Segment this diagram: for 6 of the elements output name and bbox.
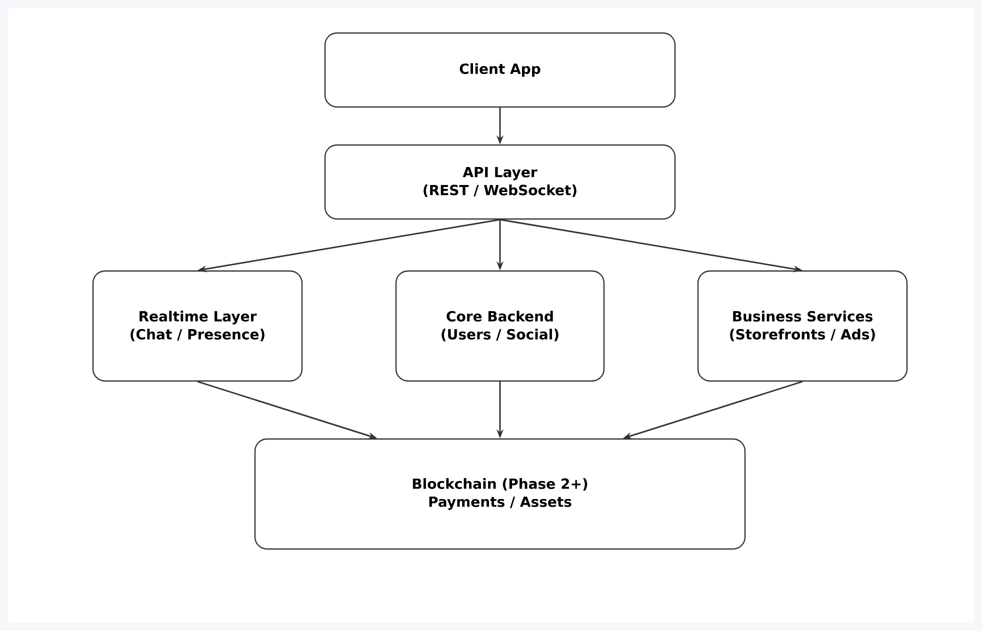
process-box: API Layer (REST / WebSocket): [324, 144, 676, 220]
process-box: Core Backend (Users / Social): [395, 270, 605, 382]
process-box: Client App: [324, 32, 676, 108]
process-box: Blockchain (Phase 2+) Payments / Assets: [254, 438, 746, 550]
process-box: Realtime Layer (Chat / Presence): [92, 270, 303, 382]
process-box: Business Services (Storefronts / Ads): [697, 270, 908, 382]
